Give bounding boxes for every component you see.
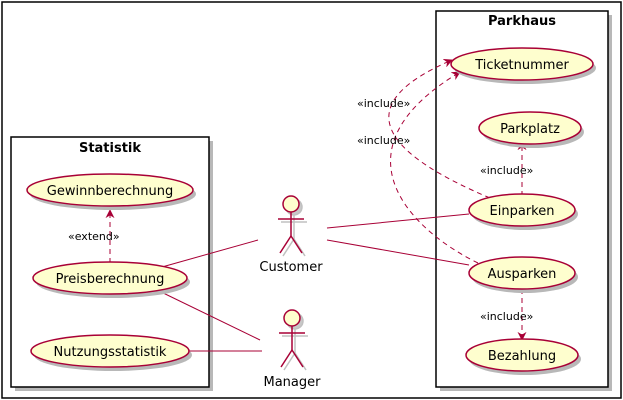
usecase-nutzungsstatistik: Nutzungsstatistik (30, 334, 192, 371)
actor-label: Manager (264, 375, 322, 390)
usecase-label: Gewinnberechnung (47, 184, 173, 199)
usecase-label: Bezahlung (488, 349, 556, 364)
usecase-preisberechnung: Preisberechnung (32, 261, 190, 298)
usecase-einparken: Einparken (468, 193, 578, 230)
include-einparken-ticket (388, 59, 491, 199)
assoc-preis-customer (161, 239, 259, 268)
package-title: Parkhaus (488, 14, 556, 29)
usecase-label: Nutzungsstatistik (54, 345, 167, 360)
assoc-customer-ausparken (326, 239, 470, 266)
usecase-gewinnberechnung: Gewinnberechnung (26, 173, 196, 210)
usecase-ausparken: Ausparken (468, 256, 578, 293)
extend-label: «extend» (68, 230, 120, 243)
include-label: «include» (480, 164, 533, 177)
actor-head (283, 309, 301, 327)
include-label: «include» (357, 134, 410, 147)
usecase-label: Einparken (490, 204, 555, 219)
actor-label: Customer (259, 260, 323, 275)
usecase-bezahlung: Bezahlung (465, 338, 581, 375)
assoc-preis-manager (156, 289, 261, 341)
include-label: «include» (480, 310, 533, 323)
actor-head (282, 195, 300, 213)
usecase-ticketnummer: Ticketnummer (450, 47, 596, 84)
usecase-label: Preisberechnung (56, 272, 165, 287)
assoc-customer-einparken (326, 213, 470, 229)
package-title: Statistik (79, 141, 141, 156)
usecase-label: Ticketnummer (474, 58, 569, 73)
actor-manager: Manager (264, 309, 322, 390)
actor-customer: Customer (259, 195, 323, 275)
usecase-label: Parkplatz (500, 122, 560, 137)
include-ausparken-ticket (390, 71, 479, 264)
usecase-label: Ausparken (488, 267, 557, 282)
include-label: «include» (357, 97, 410, 110)
usecase-parkplatz: Parkplatz (478, 111, 584, 148)
